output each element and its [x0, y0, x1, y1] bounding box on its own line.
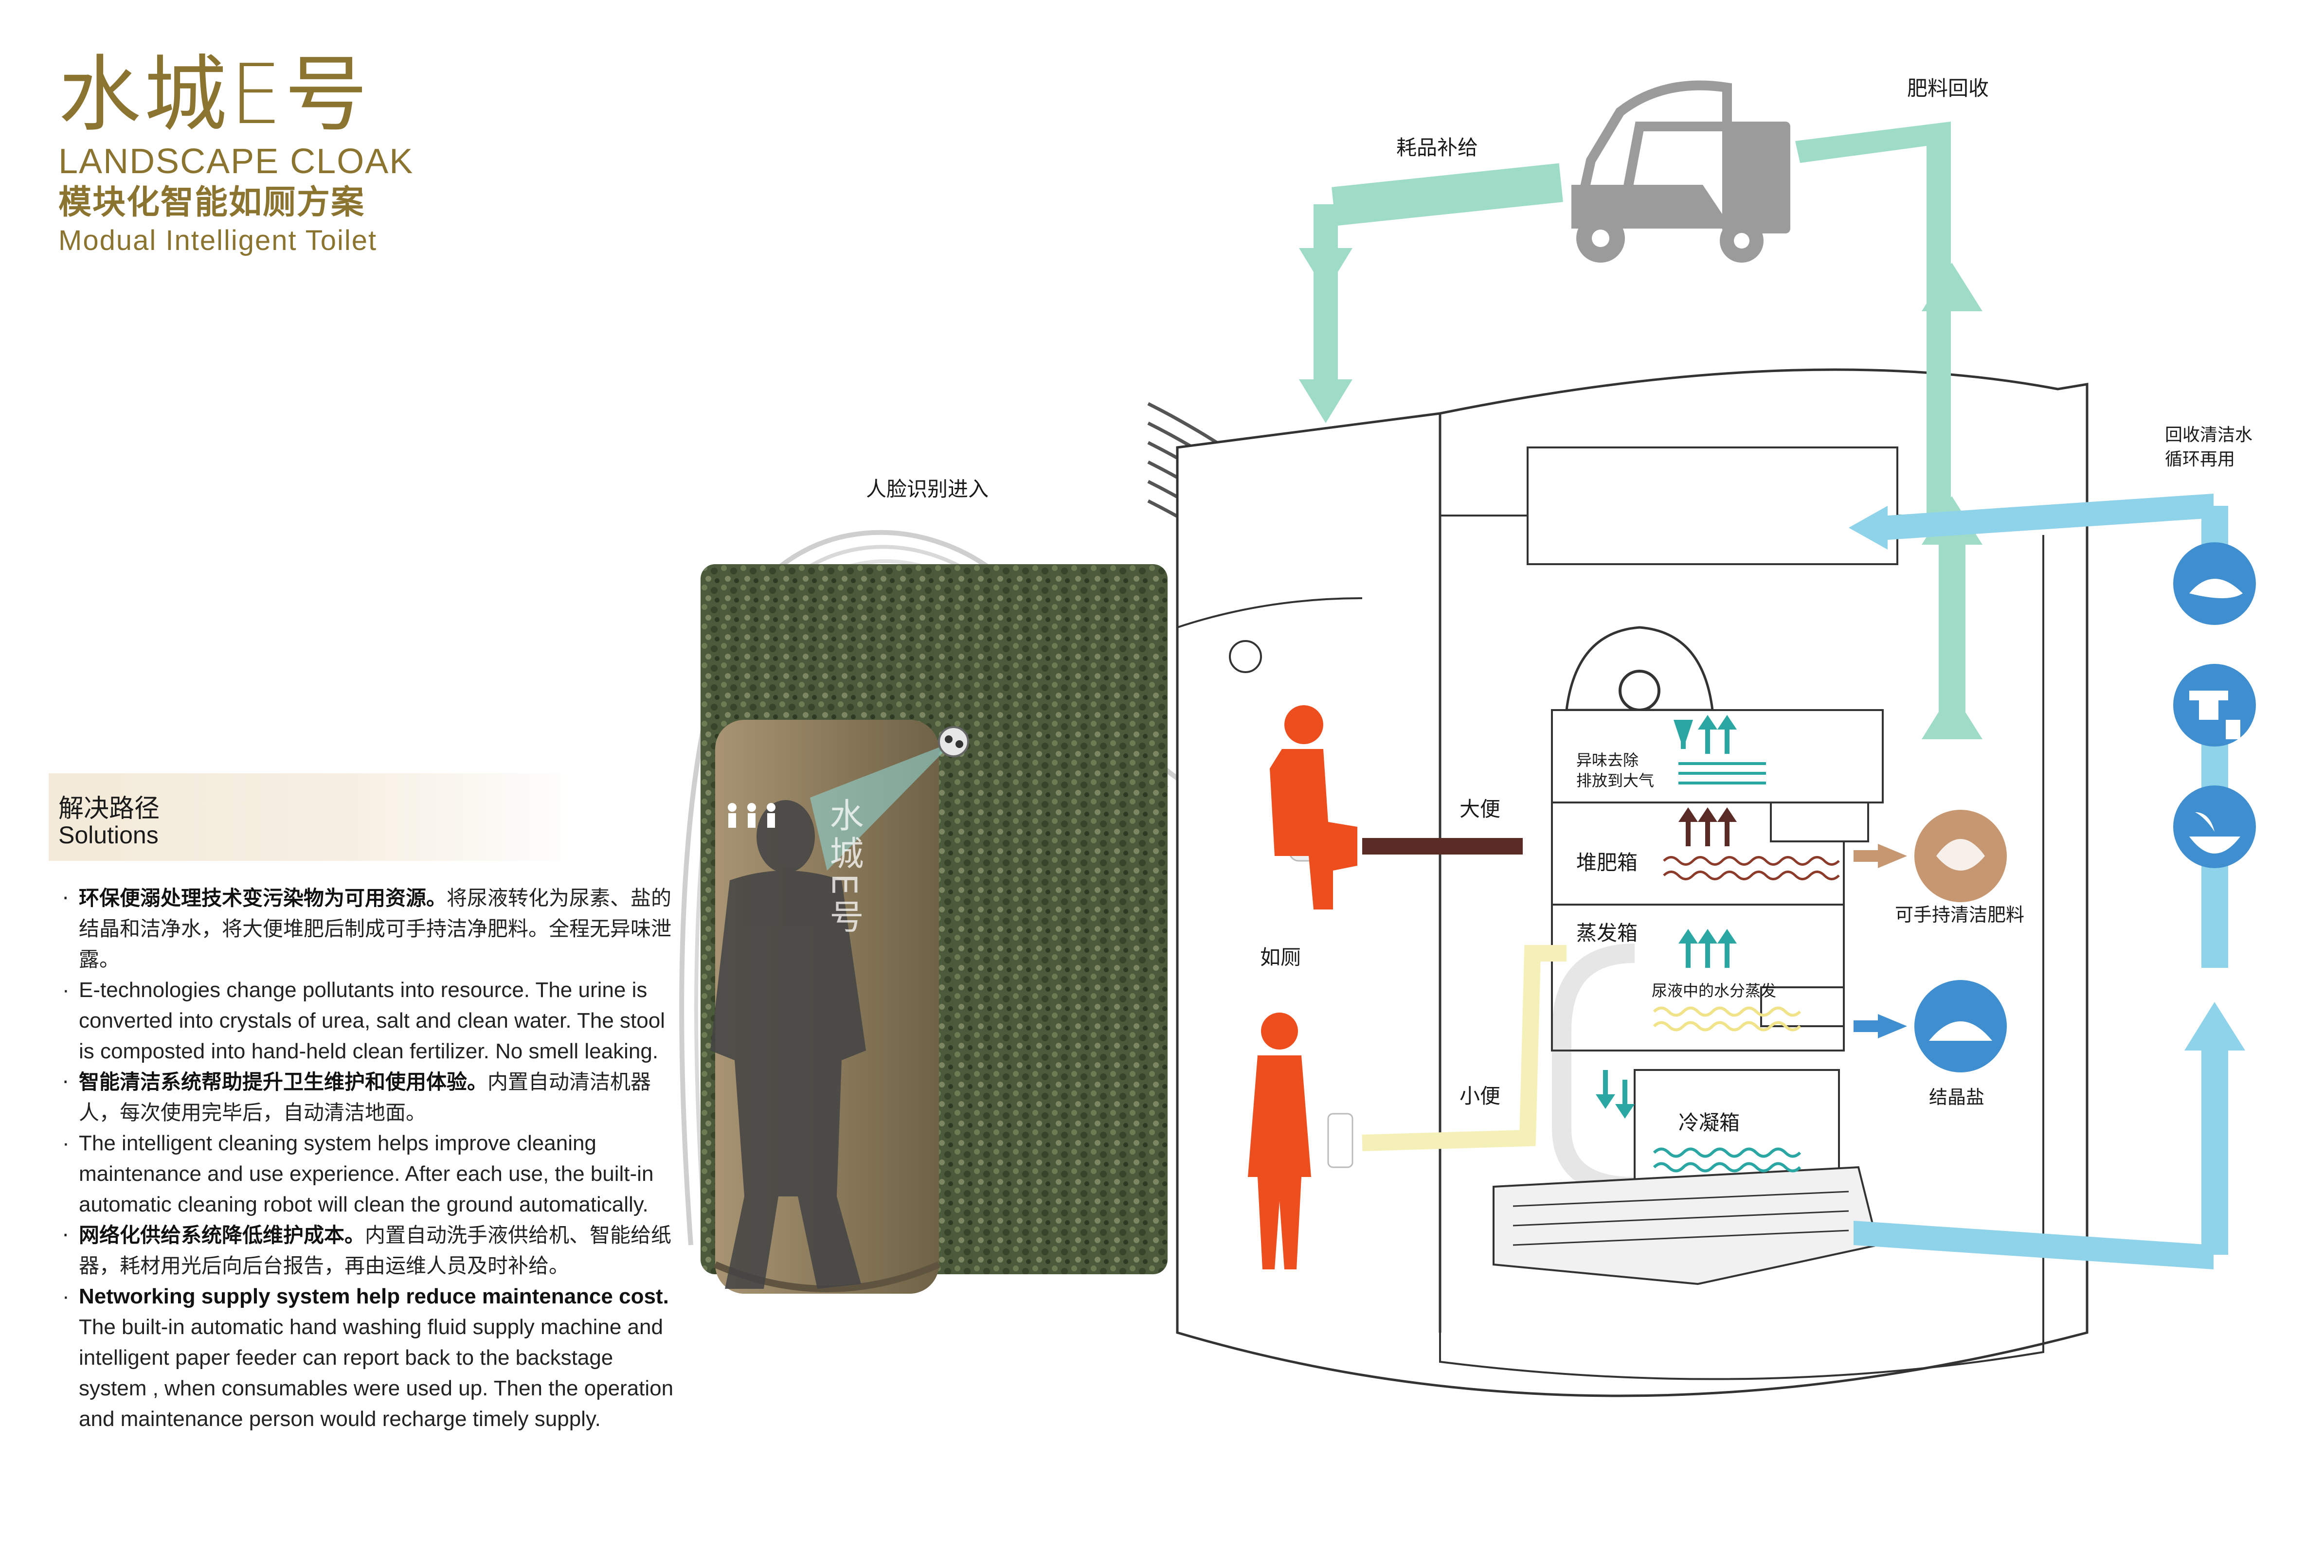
solution-item-text: 将尿液转化为尿素、盐的结晶和洁净水，将大便堆肥后制成可手持洁净肥料。全程无异味泄…	[79, 886, 672, 971]
fertilizer-recycle-label: 肥料回收	[1907, 76, 1989, 100]
face-scan-beam	[810, 742, 954, 871]
sensor-light-icon	[1229, 640, 1262, 673]
solution-item: The intelligent cleaning system helps im…	[58, 1128, 681, 1220]
solutions-heading-en: Solutions	[58, 821, 159, 849]
evaporation-up-arrows-icon	[1678, 929, 1737, 968]
solution-item-text: E-technologies change pollutants into re…	[79, 978, 665, 1063]
odor-exhaust-label: 排放到大气	[1576, 771, 1655, 790]
solution-item: E-technologies change pollutants into re…	[58, 975, 681, 1067]
title-block: 水城E号 LANDSCAPE CLOAK 模块化智能如厕方案 Modual In…	[58, 49, 448, 258]
face-entry-label: 人脸识别进入	[866, 477, 989, 501]
solution-item-text: 内置自动洗手液供给机、智能给纸器，耗材用光后向后台报告，再由运维人员及时补给。	[79, 1223, 672, 1278]
toilet-label: 如厕	[1260, 945, 1301, 969]
person-silhouette-icon	[710, 800, 866, 1289]
compost-up-arrows-icon	[1678, 807, 1737, 846]
salt-label: 结晶盐	[1929, 1087, 1985, 1108]
solution-item: Networking supply system help reduce mai…	[58, 1281, 681, 1434]
solutions-heading-cn: 解决路径	[58, 794, 160, 823]
kiosk-module	[679, 530, 1179, 1294]
solution-item-bold: 网络化供给系统降低维护成本。	[79, 1223, 365, 1247]
brand-title-cn: 水城E号	[58, 47, 371, 143]
face-camera-icon	[938, 726, 969, 757]
recycle-water-label: 回收清洁水	[2165, 425, 2253, 445]
evaporation-drawer	[1760, 986, 1845, 1027]
urine-flow	[1362, 945, 1567, 1151]
compost-box-label: 堆肥箱	[1576, 851, 1638, 874]
solution-item-bold: Networking supply system help reduce mai…	[79, 1284, 669, 1308]
to-fertilizer-arrow-icon	[1878, 844, 1907, 868]
odor-box	[1551, 709, 1884, 803]
solution-item-bold: 智能清洁系统帮助提升卫生维护和使用体验。	[79, 1070, 488, 1094]
odor-up-arrows-icon	[1674, 715, 1737, 754]
hand-wash-icon	[2173, 542, 2256, 625]
feces-label: 大便	[1459, 797, 1501, 821]
plant-basin-icon	[2173, 785, 2256, 868]
solution-item-text: The built-in automatic hand washing flui…	[79, 1315, 674, 1431]
solution-item: 智能清洁系统帮助提升卫生维护和使用体验。内置自动清洁机器人，每次使用完毕后，自动…	[58, 1067, 681, 1128]
coil-pipe	[1552, 944, 1635, 1196]
urinal	[1327, 1113, 1353, 1168]
evaporation-box-label: 蒸发箱	[1576, 921, 1638, 945]
solution-item-text: The intelligent cleaning system helps im…	[79, 1131, 654, 1216]
solution-item: 环保便溺处理技术变污染物为可用资源。将尿液转化为尿素、盐的结晶和洁净水，将大便堆…	[58, 883, 681, 975]
subtitle-en: Modual Intelligent Toilet	[58, 225, 378, 256]
consumable-supply-label: 耗品补给	[1396, 136, 1478, 160]
kiosk-sign: 水城E号	[824, 798, 864, 937]
solution-item-text: 内置自动清洁机器人，每次使用完毕后，自动清洁地面。	[79, 1070, 651, 1124]
solution-item: 网络化供给系统降低维护成本。内置自动洗手液供给机、智能给纸器，耗材用光后向后台报…	[58, 1220, 681, 1281]
exhaust-fan	[1565, 626, 1714, 712]
sitting-person-icon	[1270, 705, 1357, 909]
subtitle-cn: 模块化智能如厕方案	[58, 183, 365, 222]
to-salt-arrow-icon	[1878, 1014, 1907, 1038]
brand-title-en: LANDSCAPE CLOAK	[58, 142, 414, 181]
restroom-pictogram-icon	[728, 803, 775, 828]
standing-person-icon	[1248, 1013, 1311, 1269]
solutions-list: 环保便溺处理技术变污染物为可用资源。将尿液转化为尿素、盐的结晶和洁净水，将大便堆…	[58, 883, 681, 1434]
delivery-vehicle-icon	[1571, 80, 1790, 263]
compost-drawer	[1770, 802, 1869, 842]
urine-label: 小便	[1459, 1084, 1501, 1108]
solutions-header: 解决路径 Solutions	[49, 773, 584, 861]
fertilizer-label: 可手持清洁肥料	[1895, 904, 2025, 926]
faucet-icon	[2173, 664, 2256, 747]
condense-down-arrows-icon	[1596, 1070, 1635, 1119]
urine-evaporation-label: 尿液中的水分蒸发	[1652, 981, 1777, 1000]
odor-removal-label: 异味去除	[1576, 751, 1639, 769]
recycle-reuse-label: 循环再用	[2165, 449, 2235, 469]
solution-item-bold: 环保便溺处理技术变污染物为可用资源。	[79, 886, 447, 910]
condensation-box-label: 冷凝箱	[1678, 1111, 1740, 1135]
